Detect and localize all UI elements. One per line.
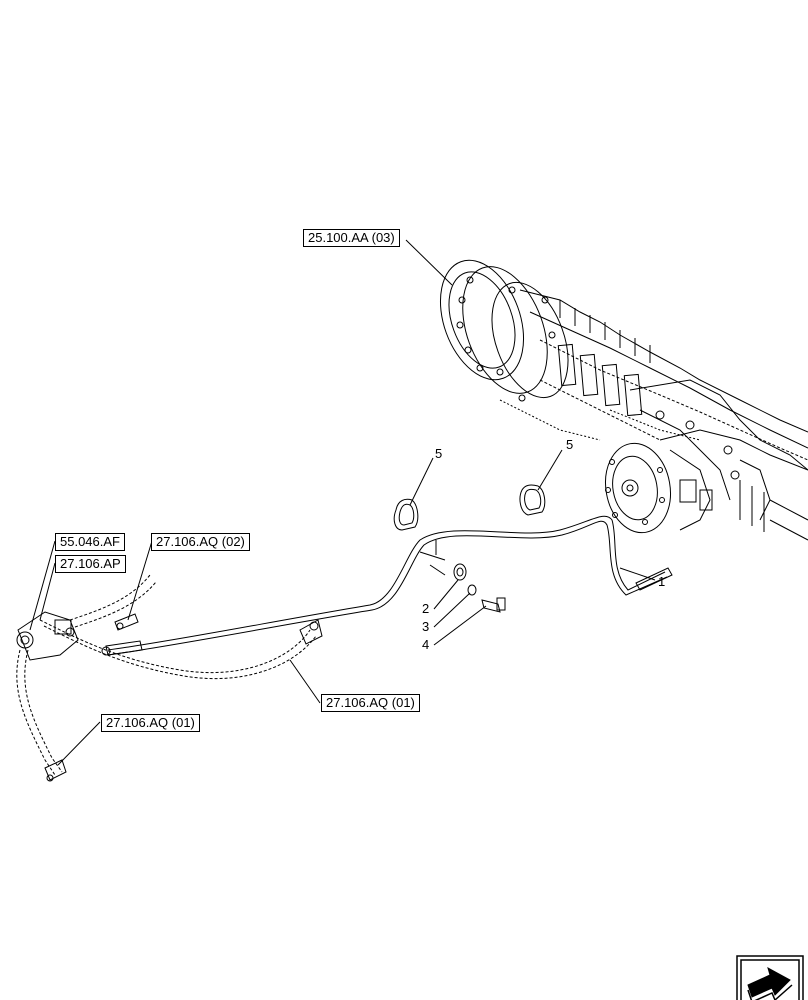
callout-4: 4: [422, 637, 430, 652]
hose-guard-left: [393, 498, 419, 531]
axle-assembly: [439, 259, 808, 541]
ref-label-axle[interactable]: 25.100.AA (03): [303, 229, 400, 247]
ref-label-27106aq-01-low[interactable]: 27.106.AQ (01): [101, 714, 200, 732]
ref-label-27106aq-01-mid[interactable]: 27.106.AQ (01): [321, 694, 420, 712]
callout-5-left: 5: [435, 446, 443, 461]
ref-label-27106ap[interactable]: 27.106.AP: [55, 555, 126, 573]
valve-block: [16, 611, 323, 782]
ref-label-27106ap-text: 27.106.AP: [60, 556, 121, 571]
main-hose: [101, 515, 673, 656]
ref-label-55046af[interactable]: 55.046.AF: [55, 533, 125, 551]
callout-2: 2: [422, 601, 430, 616]
hose-guard-right: [519, 484, 546, 516]
ref-label-55046af-text: 55.046.AF: [60, 534, 120, 549]
secondary-hoses: [16, 574, 317, 776]
ref-label-27106aq-02[interactable]: 27.106.AQ (02): [151, 533, 250, 551]
callout-5-right: 5: [566, 437, 574, 452]
ref-label-27106aq-02-text: 27.106.AQ (02): [156, 534, 245, 549]
callout-1: 1: [658, 574, 666, 589]
callout-3: 3: [422, 619, 430, 634]
fastener-parts: [419, 540, 506, 613]
leader-lines: [29, 239, 656, 766]
ref-label-axle-text: 25.100.AA (03): [308, 230, 395, 245]
ref-label-27106aq-01-mid-text: 27.106.AQ (01): [326, 695, 415, 710]
ref-label-27106aq-01-low-text: 27.106.AQ (01): [106, 715, 195, 730]
next-page-arrow-icon[interactable]: [736, 955, 804, 1000]
